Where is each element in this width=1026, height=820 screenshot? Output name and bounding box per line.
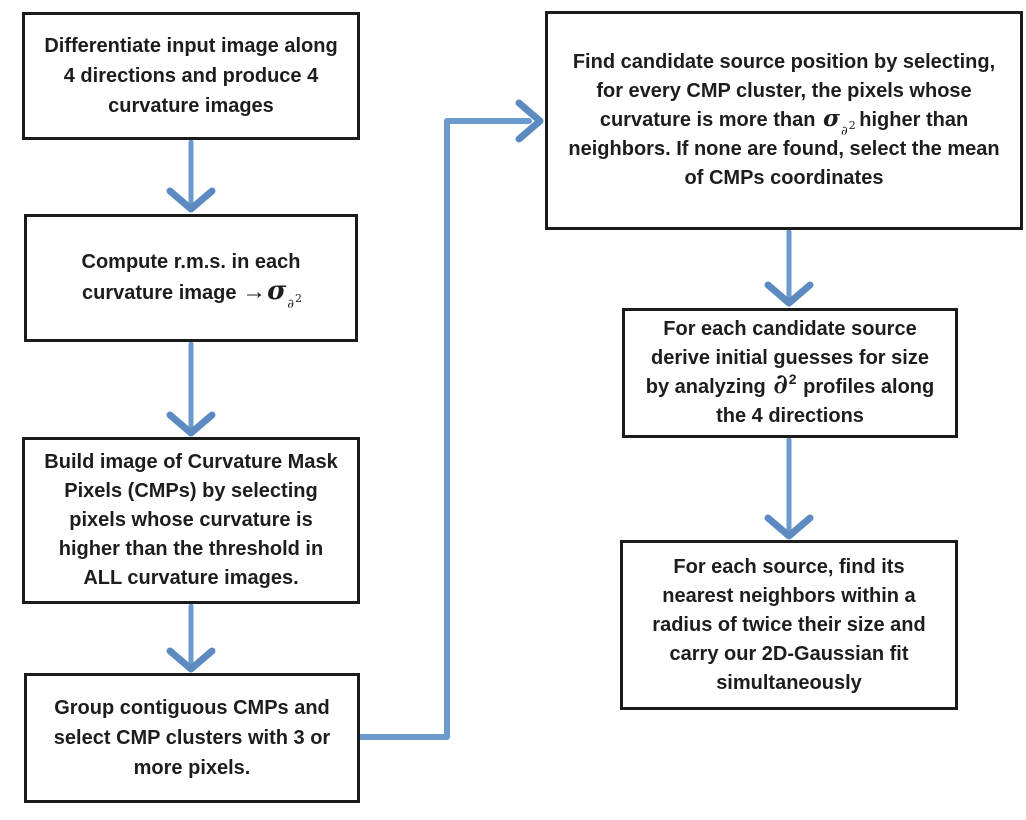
exponent: 2 xyxy=(848,119,856,132)
box-text-line: the 4 directions xyxy=(716,405,864,427)
partial-subscript: ∂2 xyxy=(287,292,302,312)
box-text-line: Build image of Curvature Mask xyxy=(44,451,338,473)
box-text-line: carry our 2D-Gaussian fit xyxy=(669,642,909,665)
box-text-line: curvature is more than σ∂2 higher than xyxy=(599,105,969,138)
arrow-r2-r3-icon xyxy=(764,437,814,540)
box-text-line: 4 directions and produce 4 xyxy=(63,65,319,87)
arrow-l1-l2-icon xyxy=(166,139,216,213)
box-text-line: more pixels. xyxy=(133,757,251,779)
box-find-candidate-source: Find candidate source position by select… xyxy=(545,11,1023,230)
box-text-line: by analyzing ∂2 profiles along xyxy=(645,371,935,402)
box-text-line: Find candidate source position by select… xyxy=(572,51,996,73)
box-text-line: for every CMP cluster, the pixels whose xyxy=(596,80,972,102)
partial-symbol: ∂ xyxy=(773,369,788,400)
box-text-line: curvature image →σ∂2 xyxy=(82,276,302,312)
box-text-line: simultaneously xyxy=(716,671,862,694)
box-gaussian-fit: For each source, find its nearest neighb… xyxy=(620,540,958,710)
right-arrow-symbol: → xyxy=(242,278,266,305)
partial-subscript: ∂2 xyxy=(840,119,856,139)
derive-text: profiles along xyxy=(797,376,935,398)
box-text-line: For each source, find its xyxy=(673,555,905,578)
box-text-line: Differentiate input image along xyxy=(44,35,338,57)
box-differentiate-input: Differentiate input image along 4 direct… xyxy=(22,12,360,140)
box-text-line: pixels whose curvature is xyxy=(69,509,313,531)
box-text-line: Pixels (CMPs) by selecting xyxy=(64,480,318,502)
box-text-line: nearest neighbors within a xyxy=(662,584,916,607)
arrow-l4-r1-elbow-icon xyxy=(357,99,544,740)
arrow-l3-l4-icon xyxy=(166,603,216,673)
rms-text: curvature image xyxy=(82,282,243,304)
box-text-line: For each candidate source xyxy=(663,318,917,340)
derive-text: by analyzing xyxy=(645,376,772,398)
box-text-line: select CMP clusters with 3 or xyxy=(53,727,331,749)
exponent: 2 xyxy=(788,371,797,387)
box-text-line: radius of twice their size and xyxy=(652,613,926,636)
box-compute-rms: Compute r.m.s. in each curvature image →… xyxy=(24,214,358,342)
box-derive-initial-guesses: For each candidate source derive initial… xyxy=(622,308,958,438)
sigma-symbol: σ xyxy=(823,105,840,132)
arrow-r1-r2-icon xyxy=(764,229,814,307)
box-text-line: curvature images xyxy=(108,95,274,117)
box-text-line: Compute r.m.s. in each xyxy=(81,251,301,273)
box-text-line: Group contiguous CMPs and xyxy=(54,697,330,719)
box-group-cmps: Group contiguous CMPs and select CMP clu… xyxy=(24,673,360,803)
arrow-l2-l3-icon xyxy=(166,341,216,437)
sigma-symbol: σ xyxy=(267,276,287,306)
candidate-text: higher than xyxy=(853,109,969,131)
box-text-line: higher than the threshold in xyxy=(58,538,324,560)
box-text-line: of CMPs coordinates xyxy=(684,167,884,189)
box-text-line: derive initial guesses for size xyxy=(651,347,929,369)
candidate-text: curvature is more than xyxy=(599,109,822,131)
box-build-cmp-image: Build image of Curvature Mask Pixels (CM… xyxy=(22,437,360,604)
box-text-line: ALL curvature images. xyxy=(83,567,299,589)
box-text-line: neighbors. If none are found, select the… xyxy=(568,138,1000,160)
exponent: 2 xyxy=(294,292,302,305)
